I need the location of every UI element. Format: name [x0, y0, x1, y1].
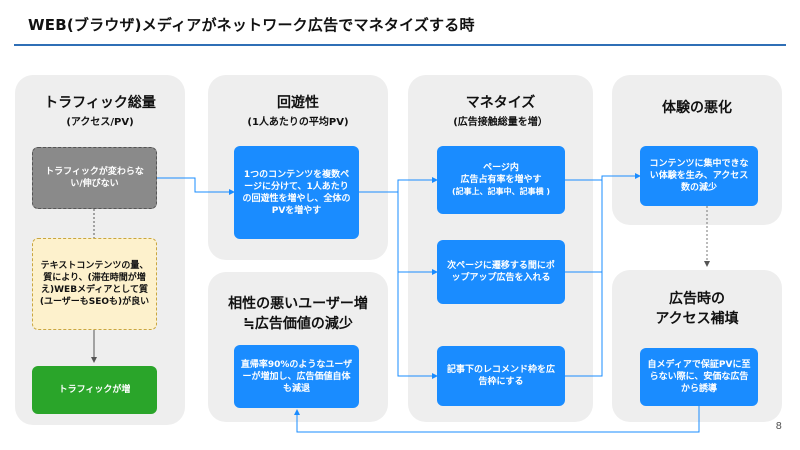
monetize-subtitle: (広告接触総量を増）	[453, 117, 548, 128]
text-content-box: テキストコンテンツの量、質により、(滞在時間が増え)WEBメディアとして質(ユー…	[32, 238, 157, 330]
monetize-title: マネタイズ	[465, 95, 536, 111]
compat-title: 相性の悪いユーザー増 ≒広告価値の減少	[228, 296, 368, 332]
arrow-split-to-recommend	[397, 272, 438, 379]
page-title: WEB(ブラウザ)メディアがネットワーク広告でマネタイズする時	[28, 16, 475, 34]
page-number: 8	[775, 421, 782, 432]
traffic-subtitle: (アクセス/PV)	[66, 117, 134, 128]
ad-ratio-line3: (記事上、記事中、記事横 )	[451, 187, 551, 196]
bounce-box: 直帰率90%のようなユーザーが増加し、広告価値自体も減退	[234, 345, 359, 408]
fill-title: 広告時の アクセス補填	[655, 291, 739, 327]
arrow-recommend-to-focus	[565, 272, 603, 377]
experience-title: 体験の悪化	[662, 100, 732, 116]
recommend-box: 記事下のレコメンド枠を広告枠にする	[437, 346, 565, 406]
traffic-flat-box: トラフィックが変わらない/伸びない	[32, 147, 157, 209]
arrow-flat-to-split	[157, 177, 235, 195]
arrow-ownmedia-to-bounce	[294, 406, 700, 433]
own-media-box: 自メディアで保証PVに至らない際に、安価な広告から誘導	[640, 348, 758, 406]
split-pages-box: 1つのコンテンツを複数ページに分けて、1人あたりの回遊性を増やし、全体のPVを増…	[234, 146, 359, 239]
arrow-popup-to-focus	[565, 176, 603, 273]
ad-ratio-line2: 広告占有率を増やす	[460, 175, 542, 185]
traffic-up-box: トラフィックが増	[32, 366, 157, 414]
circulation-subtitle: (1人あたりの平均PV)	[247, 117, 349, 128]
arrow-split-to-adratio	[359, 177, 438, 193]
arrow-split-to-popup	[397, 192, 438, 275]
circulation-title: 回遊性	[277, 95, 319, 111]
ad-ratio-box: ページ内 広告占有率を増やす (記事上、記事中、記事横 )	[437, 146, 565, 214]
cant-focus-box: コンテンツに集中できない体験を生み、アクセス数の減少	[640, 146, 758, 206]
traffic-title: トラフィック総量	[44, 95, 156, 111]
title-divider	[14, 44, 786, 46]
ad-ratio-line1: ページ内	[483, 163, 519, 173]
popup-ads-box: 次ページに遷移する間にポップアップ広告を入れる	[437, 240, 565, 304]
